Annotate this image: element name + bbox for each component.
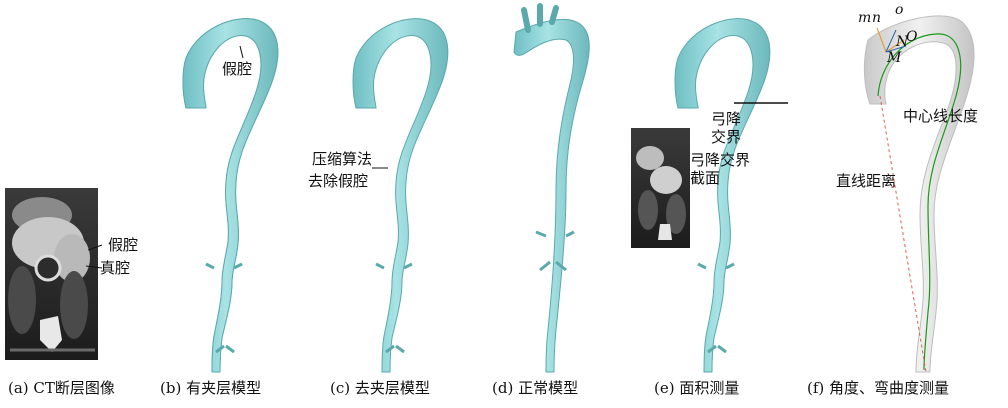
- label-junction-1: 弓降: [711, 110, 741, 128]
- centerline: [878, 34, 961, 370]
- label-m-lower: m: [858, 10, 871, 26]
- label-straight-distance: 直线距离: [836, 172, 896, 190]
- caption-e: (e) 面积测量: [654, 379, 739, 397]
- label-junction-2: 交界: [711, 128, 741, 146]
- caption-c: (c) 去夹层模型: [330, 379, 430, 397]
- caption-d: (d) 正常模型: [492, 379, 578, 397]
- panel-a-ct: 假腔 真腔: [5, 188, 138, 360]
- label-false-lumen-b: 假腔: [222, 60, 252, 78]
- caption-b: (b) 有夹层模型: [160, 379, 261, 397]
- label-n-lower: n: [872, 10, 881, 26]
- panel-b-dissection-model: 假腔: [183, 19, 278, 372]
- label-section-1: 弓降交界: [690, 151, 750, 169]
- panel-f-angle-measurement: m n o N O M 中心线长度 直线距离: [836, 2, 978, 372]
- straight-line: [880, 96, 926, 372]
- label-false-lumen-a: 假腔: [108, 236, 138, 254]
- label-remove-false-lumen: 去除假腔: [308, 172, 368, 190]
- label-true-lumen-a: 真腔: [100, 259, 130, 277]
- panel-c-removed-model: [353, 19, 448, 372]
- aorta-model-f: [864, 16, 974, 372]
- panel-d-normal-model: [514, 6, 589, 372]
- label-section-2: 截面: [690, 169, 720, 187]
- label-compression-algorithm: 压缩算法: [312, 150, 372, 168]
- caption-a: (a) CT断层图像: [8, 379, 115, 397]
- label-M-upper: M: [886, 50, 902, 66]
- label-o-lower: o: [895, 2, 903, 18]
- label-O-upper: O: [906, 29, 918, 45]
- label-centerline-length: 中心线长度: [903, 107, 978, 125]
- caption-f: (f) 角度、弯曲度测量: [807, 379, 949, 397]
- aorta-model-c: [353, 19, 448, 372]
